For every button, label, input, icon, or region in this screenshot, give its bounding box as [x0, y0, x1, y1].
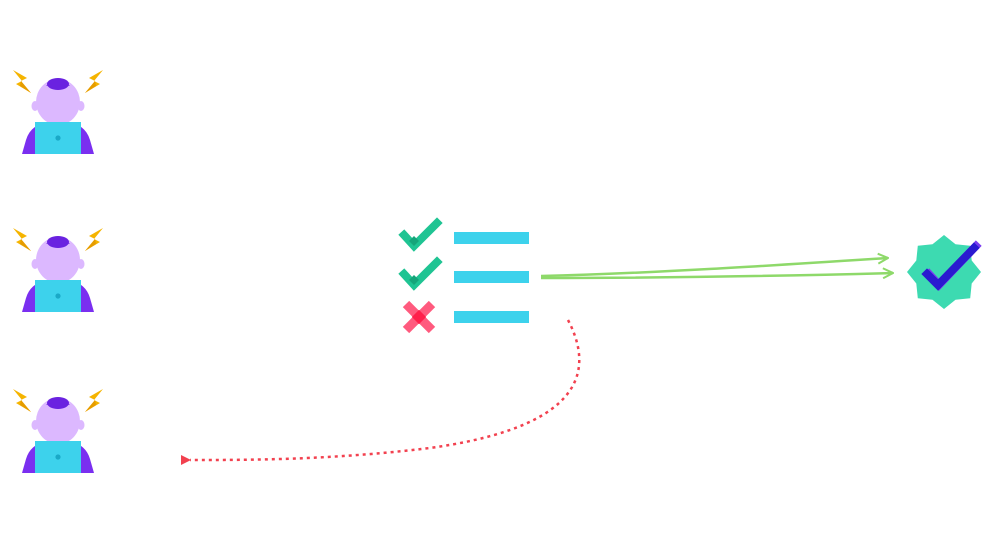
reject-arrow [180, 319, 581, 466]
checklist-row [402, 300, 529, 334]
bolt-shade [20, 239, 31, 251]
bolt-shape [13, 70, 31, 93]
badge-shape [907, 235, 981, 309]
bolt-shade [20, 400, 31, 412]
developer-ear-left [31, 420, 39, 430]
checklist-row [398, 256, 529, 291]
laptop-logo [55, 293, 61, 299]
bolt-shade [85, 239, 96, 251]
check-mark-icon [398, 217, 443, 252]
lightning-bolt-icon [13, 389, 31, 412]
bolt-shape [85, 228, 103, 251]
bolt-shade [20, 81, 31, 93]
checklist-item-bar [454, 271, 529, 283]
laptop-logo [55, 454, 61, 460]
developer-head [36, 79, 80, 125]
bolt-shape [85, 70, 103, 93]
lightning-bolt-icon [85, 70, 103, 93]
developer-hair-top [47, 236, 69, 248]
stressed-developer-icon [13, 228, 103, 312]
cross-mark-icon [402, 300, 436, 334]
developer-head [36, 398, 80, 444]
developer-hair-top [47, 78, 69, 90]
bolt-shade [85, 400, 96, 412]
lightning-bolt-icon [85, 389, 103, 412]
laptop-logo [55, 135, 61, 141]
developer-hair-top [47, 397, 69, 409]
bolt-shape [13, 389, 31, 412]
developer-ear-right [77, 101, 85, 111]
approve-arrow-2 [540, 258, 888, 278]
badge-check [921, 242, 980, 291]
cross-center [411, 309, 427, 325]
checklist-row [398, 217, 529, 252]
stressed-developer-icon [13, 70, 103, 154]
check-stroke [398, 256, 443, 291]
developer-ear-left [31, 101, 39, 111]
check-shade [409, 275, 419, 285]
bolt-shade [85, 81, 96, 93]
checklist-item-bar [454, 311, 529, 323]
bolt-shape [13, 228, 31, 251]
developer-ear-right [77, 259, 85, 269]
lightning-bolt-icon [13, 228, 31, 251]
approve-arrows [540, 258, 893, 280]
developer-group [13, 70, 103, 473]
check-shade [409, 236, 419, 246]
developer-ear-right [77, 420, 85, 430]
stressed-developer-icon [13, 389, 103, 473]
verified-badge-icon [907, 235, 982, 309]
check-mark-icon [398, 256, 443, 291]
bolt-shape [85, 389, 103, 412]
developer-head [36, 237, 80, 283]
checklist-item-bar [454, 232, 529, 244]
review-checklist [398, 217, 529, 334]
check-stroke [398, 217, 443, 252]
approve-arrow-1 [540, 273, 893, 280]
developer-ear-left [31, 259, 39, 269]
lightning-bolt-icon [85, 228, 103, 251]
lightning-bolt-icon [13, 70, 31, 93]
